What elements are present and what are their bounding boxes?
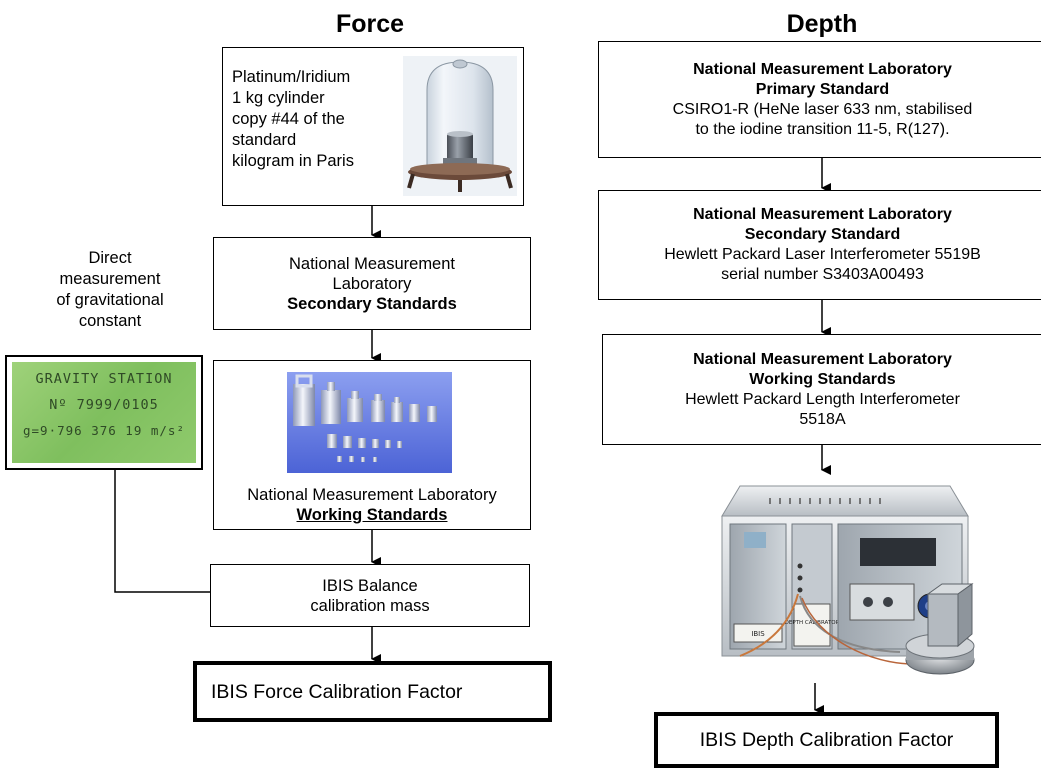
kilogram-box: Platinum/Iridium 1 kg cylinder copy #44 … [222, 47, 524, 206]
ibis-depth-calibration-factor-box: IBIS Depth Calibration Factor [654, 712, 999, 768]
force-heading: Force [335, 10, 405, 38]
force-working-standards-box: National Measurement Laboratory Working … [213, 360, 531, 530]
gravity-station-sign: GRAVITY STATION Nº 7999/0105 g=9·796 376… [12, 362, 196, 463]
gravity-connector [114, 470, 210, 593]
depth-secondary-standard-box: National Measurement Laboratory Secondar… [598, 190, 1041, 300]
gravity-caption: Direct measurement of gravitational cons… [56, 249, 164, 330]
depth-calibrator-photo: IBIS DEPTH CALIBRATOR [721, 485, 975, 675]
kilogram-text: Platinum/Iridium 1 kg cylinder copy #44 … [232, 68, 354, 170]
depth-calibrator-label: DEPTH CALIBRATOR [785, 620, 840, 626]
depth-working-standards-box: National Measurement Laboratory Working … [602, 334, 1041, 445]
weights-photo [287, 372, 452, 473]
ibis-balance-calibration-mass-box: IBIS Balance calibration mass [210, 564, 530, 627]
svg-text:IBIS: IBIS [751, 630, 765, 638]
depth-heading: Depth [786, 10, 858, 38]
ibis-force-calibration-factor-box: IBIS Force Calibration Factor [193, 661, 552, 722]
force-secondary-standards-box: National Measurement Laboratory Secondar… [213, 237, 531, 330]
kilogram-photo [403, 56, 517, 196]
depth-primary-standard-box: National Measurement Laboratory Primary … [598, 41, 1041, 158]
gravity-station-photo: GRAVITY STATION Nº 7999/0105 g=9·796 376… [5, 355, 203, 470]
